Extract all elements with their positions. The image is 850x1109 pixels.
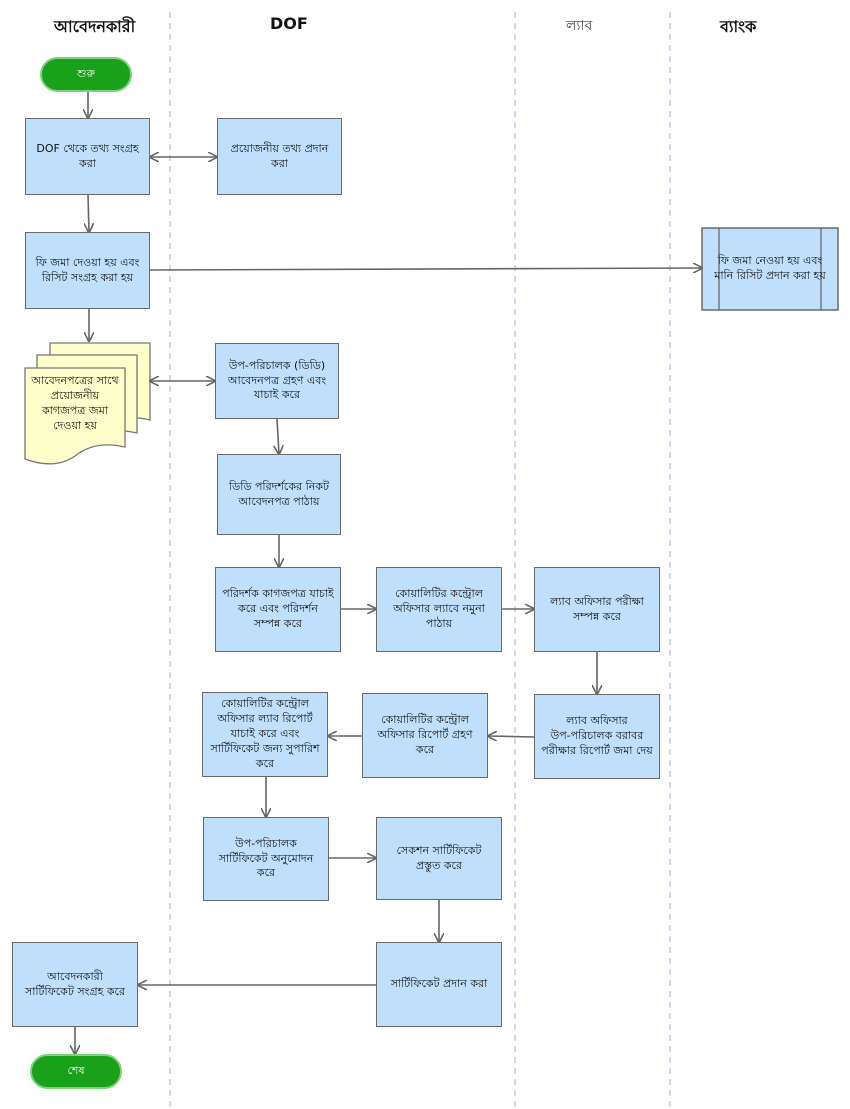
step-qco-recommend: কোয়ালিটির কন্ট্রোল অফিসার ল্যাব রিপোর্ট… bbox=[202, 692, 328, 777]
end-terminal: শেষ bbox=[30, 1054, 122, 1089]
lane-title-applicant: আবেদনকারী bbox=[54, 17, 136, 36]
step-inspector: পরিদর্শক কাগজপত্র যাচাই করে এবং পরিদর্শন… bbox=[215, 567, 341, 652]
arrow-dd-verify-to-send bbox=[277, 418, 279, 454]
step-bank-receive: ফি জমা নেওয়া হয় এবং মানি রিসিট প্রদান … bbox=[714, 254, 826, 282]
step-lab-test: ল্যাব অফিসার পরীক্ষা সম্পন্ন করে bbox=[534, 567, 660, 652]
step-applicant-collect: আবেদনকারী সার্টিফিকেট সংগ্রহ করে bbox=[12, 942, 138, 1027]
arrow-fee-to-bank bbox=[149, 268, 702, 270]
step-provide-info: প্রয়োজনীয় তথ্য প্রদান করা bbox=[217, 118, 342, 195]
step-certificate-issue: সার্টিফিকেট প্রদান করা bbox=[376, 942, 502, 1027]
lane-title-lab: ল্যাব bbox=[566, 18, 593, 34]
step-dd-approve: উপ-পরিচালক সার্টিফিকেট অনুমোদন করে bbox=[203, 817, 329, 901]
step-pay-fee: ফি জমা দেওয়া হয় এবং রিসিট সংগ্রহ করা হ… bbox=[25, 232, 150, 309]
step-qco-receive-report: কোয়ালিটির কন্ট্রোল অফিসার রিপোর্ট গ্রহণ… bbox=[362, 693, 488, 778]
lane-title-dof: DOF bbox=[270, 14, 308, 33]
step-submit-docs: আবেদনপত্রের সাথে প্রয়োজনীয় কাগজপত্র জম… bbox=[31, 374, 119, 432]
step-dd-send: ডিডি পরিদর্শকের নিকট আবেদনপত্র পাঠায় bbox=[217, 454, 341, 535]
step-qco-send-lab: কোয়ালিটির কন্ট্রোল অফিসার ল্যাবে নমুনা … bbox=[376, 567, 502, 652]
lane-title-bank: ব্যাংক bbox=[720, 17, 757, 36]
step-dd-verify: উপ-পরিচালক (ডিডি) আবেদনপত্র গ্রহণ এবং যা… bbox=[215, 343, 339, 419]
start-terminal: শুরু bbox=[40, 57, 132, 92]
arrow-report-to-qco-receive bbox=[488, 736, 535, 737]
step-section-prepare: সেকশন সার্টিফিকেট প্রস্তুত করে bbox=[376, 817, 502, 900]
bank-process-shape bbox=[701, 227, 839, 311]
step-collect-info: DOF থেকে তথ্য সংগ্রহ করা bbox=[25, 118, 150, 195]
document-stack-shape bbox=[24, 342, 151, 465]
arrow-collect-to-fee bbox=[88, 194, 89, 232]
step-lab-report: ল্যাব অফিসার উপ-পরিচালক বরাবর পরীক্ষার র… bbox=[534, 694, 660, 779]
